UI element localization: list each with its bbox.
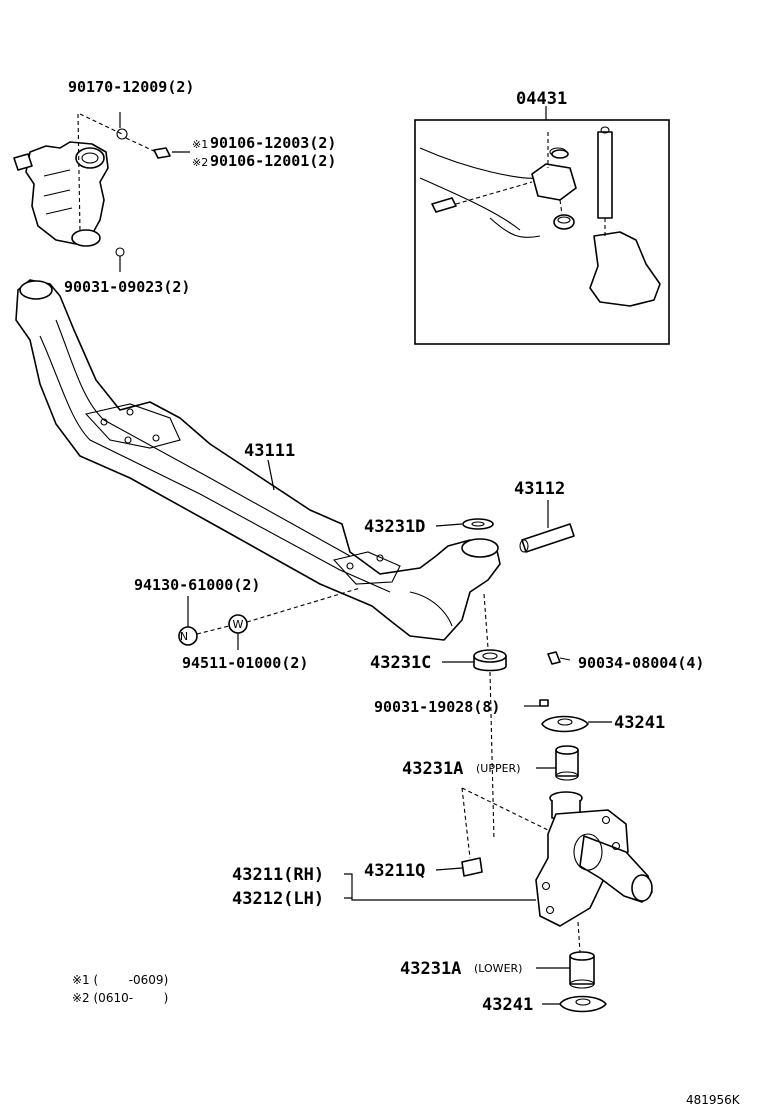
front-axle-beam (15, 279, 501, 641)
label-43211: 43211(RH) (232, 865, 324, 885)
label-94130: 94130-61000(2) (134, 576, 260, 594)
label-mark-2: ※2 (192, 156, 208, 169)
label-90031-09023: 90031-09023(2) (64, 278, 190, 296)
marker-w-text: W (233, 618, 244, 631)
bushing-43231a-upper (555, 745, 579, 781)
label-94511: 94511-01000(2) (182, 654, 308, 672)
steering-gear-housing (13, 128, 171, 257)
washer-43231d (462, 518, 494, 530)
note-1: ※1 ( -0609) (72, 973, 168, 987)
label-04431: 04431 (516, 89, 567, 109)
king-pin-43112 (519, 523, 575, 553)
label-90106-12003: 90106-12003(2) (210, 134, 336, 152)
screw-90031-19028 (539, 699, 549, 707)
steering-knuckle (535, 791, 653, 927)
note-2: ※2 (0610- ) (72, 991, 168, 1005)
label-43212: 43212(LH) (232, 889, 324, 909)
label-43211q: 43211Q (364, 861, 425, 881)
figure-id: 481956K (686, 1093, 741, 1107)
leader-90170 (77, 113, 157, 233)
inset-kit-04431 (414, 119, 670, 345)
label-90106-12001: 90106-12001(2) (210, 152, 336, 170)
label-lower-tag: (LOWER) (474, 962, 522, 975)
label-43111: 43111 (244, 441, 295, 461)
bolt-90034 (547, 651, 571, 665)
label-90034: 90034-08004(4) (578, 654, 704, 672)
cap-43241-lower (559, 995, 607, 1013)
label-43112: 43112 (514, 479, 565, 499)
bushing-43231a-lower (569, 951, 595, 989)
cap-43241-upper (541, 715, 589, 733)
label-43241-upper: 43241 (614, 713, 665, 733)
bearing-43231c (473, 649, 507, 672)
label-mark-1: ※1 (192, 138, 208, 151)
label-43231a-lower: 43231A (400, 959, 461, 979)
label-43231c: 43231C (370, 653, 431, 673)
label-90170: 90170-12009(2) (68, 78, 194, 96)
label-43231d: 43231D (364, 517, 425, 537)
nut-43211q (461, 857, 483, 877)
label-90031-19028: 90031-19028(8) (374, 698, 500, 716)
label-upper-tag: (UPPER) (476, 762, 521, 775)
marker-n-text: N (180, 630, 188, 643)
label-43231a-upper: 43231A (402, 759, 463, 779)
label-43241-lower: 43241 (482, 995, 533, 1015)
